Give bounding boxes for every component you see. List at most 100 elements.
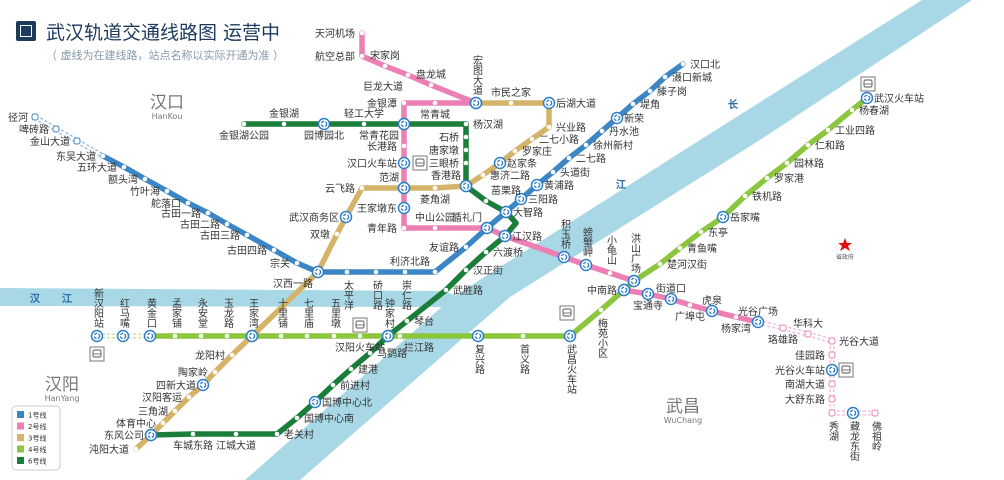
station[interactable]: 唐家墩 <box>429 144 469 157</box>
station[interactable]: 老关村 <box>274 428 314 441</box>
station[interactable]: 盘龙城 <box>416 68 446 88</box>
station[interactable]: 复兴路 <box>471 329 485 375</box>
station[interactable]: 王家湾 <box>245 298 259 343</box>
station[interactable] <box>627 274 641 288</box>
station[interactable]: 杨春湖 <box>849 104 889 117</box>
station[interactable]: 三眼桥 <box>429 158 469 170</box>
station[interactable]: 古田一路 <box>161 207 211 220</box>
station[interactable]: 宋家岗 <box>370 49 400 69</box>
station[interactable]: 长港路 <box>367 140 407 153</box>
station[interactable]: 园博园北 <box>304 117 344 143</box>
station[interactable]: 华科大 <box>793 317 823 338</box>
station[interactable]: 新荣 <box>610 111 645 125</box>
station[interactable]: 后湖大道 <box>542 96 597 110</box>
station[interactable]: 兴业路 <box>546 121 586 134</box>
station[interactable] <box>469 96 483 110</box>
station[interactable]: 积玉桥 <box>557 219 571 264</box>
station[interactable]: 竹叶海 <box>130 185 170 198</box>
station[interactable]: 东吴大道 <box>56 150 106 163</box>
station[interactable]: 汉口火车站 <box>347 156 411 170</box>
station[interactable]: 径河 <box>8 111 39 124</box>
station[interactable] <box>498 229 512 243</box>
station[interactable]: 罗家港 <box>764 172 804 185</box>
station[interactable] <box>480 221 494 235</box>
station[interactable]: 体育中心 <box>116 417 166 430</box>
station[interactable]: 崇仁路 <box>400 269 412 311</box>
station[interactable]: 虎泉 <box>702 294 722 318</box>
station[interactable]: 东亭 <box>698 226 728 239</box>
station[interactable]: 金银潭 <box>367 97 407 110</box>
station[interactable]: 啤砖路 <box>19 123 60 136</box>
station[interactable]: 黄浦路 <box>530 178 575 192</box>
station[interactable]: 南湖大道 <box>785 378 836 391</box>
station[interactable]: 云飞路 <box>325 182 365 195</box>
station[interactable]: 古田四路 <box>227 244 277 257</box>
station[interactable]: 双墩 <box>310 228 340 241</box>
station[interactable]: 硚口路 <box>371 269 383 311</box>
station[interactable] <box>499 205 513 219</box>
station[interactable]: 王家墩东 <box>357 201 411 215</box>
station[interactable]: 太平洋 <box>342 269 354 311</box>
station[interactable]: 梅苑小区 <box>596 307 608 358</box>
station[interactable]: 轻工大学 <box>344 107 384 127</box>
station[interactable]: 利济北路 <box>390 255 438 275</box>
station[interactable]: 四新大道 <box>156 378 210 392</box>
station[interactable]: 武昌火车站 <box>563 329 577 395</box>
station[interactable]: 汉阳火车站 <box>335 333 385 354</box>
station[interactable]: 珞雄路 <box>768 324 798 346</box>
station[interactable]: 陶家岭 <box>178 366 218 379</box>
station[interactable]: 街道口 <box>656 282 686 306</box>
station[interactable]: 光谷广场 <box>738 305 778 329</box>
station[interactable]: 小龟山 <box>605 235 617 276</box>
station[interactable]: 二七路 <box>566 152 606 165</box>
station[interactable]: 永安堂 <box>196 297 208 339</box>
station[interactable]: 江城大道 <box>216 431 256 452</box>
station[interactable]: 工业四路 <box>825 124 875 137</box>
station[interactable]: 青年路 <box>367 222 407 235</box>
station[interactable]: 铁机路 <box>742 190 782 203</box>
station[interactable]: 宗关 <box>270 257 300 270</box>
station[interactable]: 宝通寺 <box>633 287 663 313</box>
station[interactable] <box>144 428 158 442</box>
station[interactable]: 武汉商务区 <box>289 210 353 224</box>
station[interactable]: 汉口北 <box>680 59 720 71</box>
station[interactable]: 红马嘴 <box>116 297 130 343</box>
station[interactable]: 巨龙大道 <box>363 72 411 93</box>
station[interactable]: 大舒东路 <box>785 393 836 406</box>
station[interactable]: 汉正街 <box>463 264 503 277</box>
station[interactable]: 仁和路 <box>805 139 845 152</box>
station[interactable]: 杨汉湖 <box>463 118 503 131</box>
station[interactable]: 藏龙东街 <box>846 406 860 462</box>
station[interactable]: 马鹦路 <box>367 347 407 360</box>
station[interactable]: 车城东路 <box>173 431 213 452</box>
station[interactable]: 光谷大道 <box>828 335 879 348</box>
station[interactable]: 国博中心北 <box>308 395 373 409</box>
station[interactable] <box>617 283 631 297</box>
station[interactable]: 滠口新城 <box>662 71 712 84</box>
station[interactable]: 丹水池 <box>599 125 639 138</box>
station[interactable]: 黄金口 <box>143 297 157 343</box>
station[interactable]: 航空总部 <box>315 50 365 63</box>
station[interactable]: 金山大道 <box>30 135 81 148</box>
station[interactable]: 沌阳大道 <box>89 443 139 456</box>
station[interactable]: 光谷火车站 <box>775 363 839 377</box>
station[interactable]: 滕子岗 <box>647 85 687 98</box>
station[interactable]: 金银湖公园 <box>219 121 269 142</box>
station[interactable] <box>381 329 395 343</box>
station[interactable]: 五里墩 <box>329 298 341 339</box>
station[interactable]: 苗栗路 <box>483 184 521 204</box>
station[interactable]: 楚河汉街 <box>657 258 707 271</box>
station[interactable]: 佳园路 <box>795 349 836 362</box>
station[interactable]: 古田三路 <box>200 229 250 242</box>
station[interactable]: 赵家条 <box>493 156 538 170</box>
station[interactable] <box>311 265 325 279</box>
station[interactable]: 石桥 <box>439 132 469 144</box>
station[interactable]: 武胜路 <box>443 284 483 297</box>
station[interactable]: 玉龙路 <box>222 298 234 339</box>
station[interactable]: 市民之家 <box>491 86 531 106</box>
station[interactable]: 建港 <box>348 363 378 376</box>
station[interactable]: 罗家庄 <box>512 145 552 158</box>
station[interactable]: 古田二路 <box>180 218 230 231</box>
station[interactable]: 杨家湾 <box>721 314 751 335</box>
station[interactable]: 常青城 <box>420 100 450 121</box>
